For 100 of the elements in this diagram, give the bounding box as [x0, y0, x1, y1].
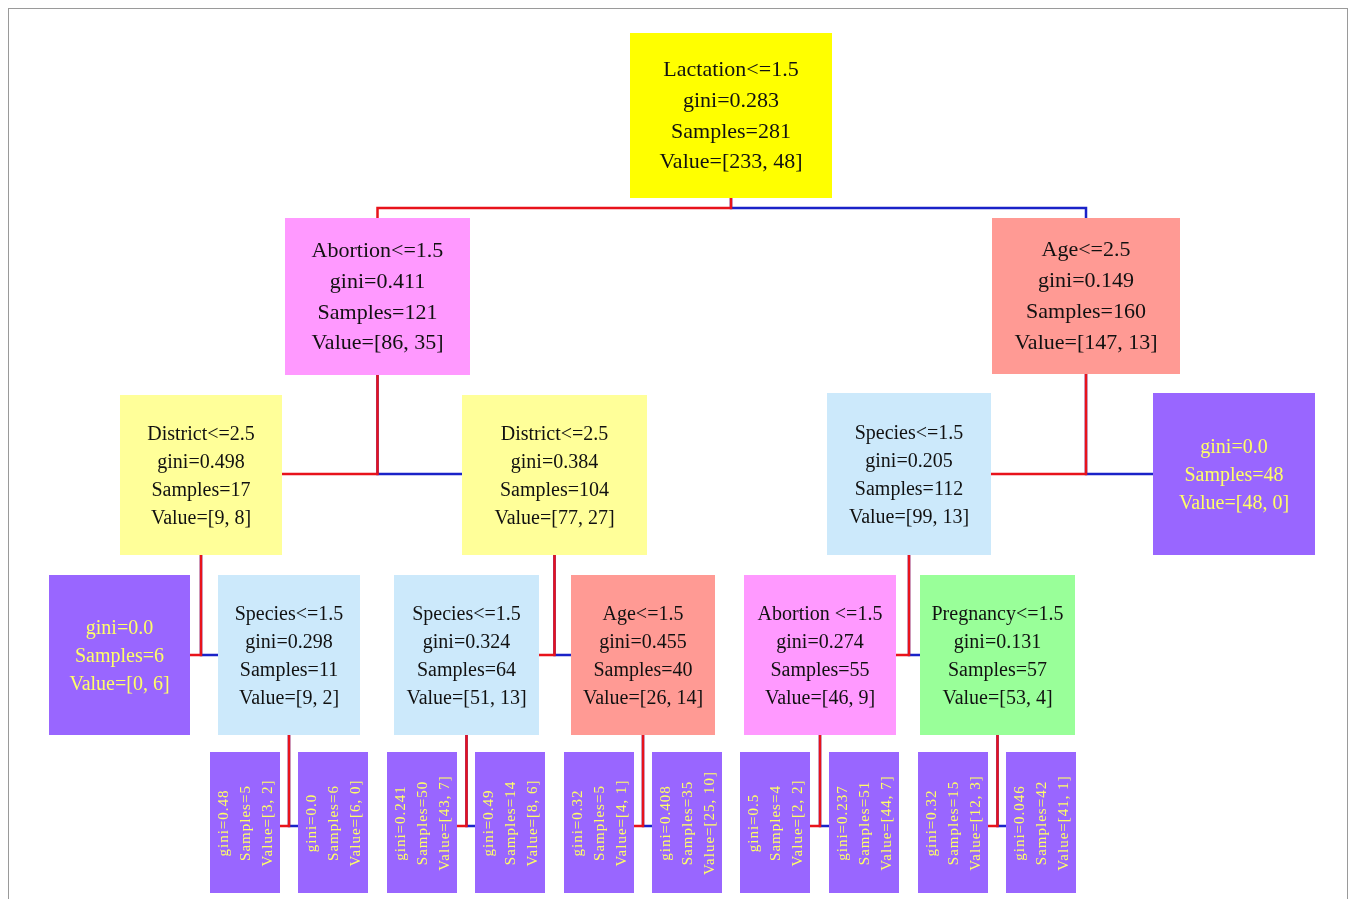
- leaf-node: [475, 752, 545, 893]
- node-text: Value=[51, 13]: [406, 685, 527, 710]
- node-text: gini=0.241: [390, 784, 409, 861]
- node-text: Samples=15: [943, 780, 962, 865]
- node-text: Age<=1.5: [602, 601, 684, 627]
- node-text: Value=[0, 6]: [69, 671, 170, 696]
- node-text: Value=[4, 1]: [610, 778, 630, 867]
- node-text: gini=0.283: [682, 85, 780, 114]
- node-text: Samples=11: [239, 657, 339, 683]
- node-text: Samples=160: [1026, 297, 1146, 325]
- node-text: Value=[12, 3]: [964, 774, 984, 871]
- tree-node: [1153, 393, 1315, 555]
- tree-branch-line: [282, 375, 379, 476]
- node-text: gini=0.131: [953, 629, 1042, 655]
- tree-node: [630, 33, 832, 198]
- tree-branch-line: [810, 735, 822, 828]
- node-text: Value=[9, 2]: [238, 685, 340, 710]
- node-text: District<=2.5: [147, 421, 255, 446]
- node-text: gini=0.32: [567, 789, 586, 857]
- node-text: gini=0.49: [478, 789, 497, 857]
- node-text: Samples=6: [74, 643, 164, 669]
- leaf-node: [829, 752, 899, 893]
- leaf-node: [298, 752, 368, 893]
- tree-branch-line: [457, 735, 468, 828]
- node-text: Value=[6, 0]: [344, 778, 364, 867]
- node-text: Value=[8, 6]: [521, 778, 541, 867]
- node-text: Pregnancy<=1.5: [931, 601, 1064, 627]
- tree-node: [744, 575, 896, 735]
- node-text: Age<=2.5: [1041, 235, 1131, 264]
- node-text: Samples=104: [499, 477, 609, 503]
- node-text: Samples=35: [677, 780, 696, 865]
- leaf-node: [918, 752, 988, 893]
- node-text: gini=0.237: [832, 784, 851, 861]
- node-text: Samples=48: [1184, 462, 1284, 488]
- tree-branch-line: [991, 374, 1088, 476]
- tree-node: [462, 395, 647, 555]
- leaf-node: [564, 752, 634, 893]
- node-text: Value=[53, 4]: [942, 685, 1053, 710]
- node-text: Samples=281: [671, 116, 791, 145]
- node-text: gini=0.411: [329, 266, 426, 295]
- node-text: Value=[86, 35]: [311, 328, 444, 357]
- node-text: Samples=51: [854, 780, 873, 865]
- tree-node: [49, 575, 190, 735]
- node-text: Value=[99, 13]: [848, 504, 970, 529]
- node-text: Samples=42: [1031, 780, 1050, 865]
- node-text: Value=[46, 9]: [764, 685, 876, 710]
- node-text: gini=0.5: [743, 793, 762, 852]
- tree-node: [827, 393, 991, 555]
- node-text: Value=[41, 1]: [1052, 774, 1072, 871]
- node-text: Value=[3, 2]: [256, 778, 276, 867]
- node-text: gini=0.32: [921, 789, 940, 857]
- leaf-node: [652, 752, 722, 893]
- node-text: Lactation<=1.5: [663, 54, 799, 83]
- leaf-node: [210, 752, 280, 893]
- node-text: gini=0.149: [1037, 266, 1135, 295]
- node-text: gini=0.046: [1009, 784, 1028, 861]
- node-text: Samples=112: [854, 476, 964, 502]
- node-text: Species<=1.5: [234, 601, 344, 627]
- node-text: Samples=57: [947, 657, 1047, 683]
- node-text: gini=0.48: [213, 789, 232, 857]
- node-text: Value=[9, 8]: [150, 505, 252, 530]
- node-text: Samples=121: [317, 297, 438, 326]
- node-text: Value=[77, 27]: [494, 505, 615, 530]
- node-text: Value=[2, 2]: [786, 778, 806, 867]
- node-text: Species<=1.5: [412, 601, 521, 627]
- node-text: gini=0.0: [301, 793, 320, 852]
- node-text: Samples=5: [235, 784, 254, 861]
- node-text: Value=[25, 10]: [698, 770, 718, 875]
- node-text: Samples=50: [412, 780, 431, 865]
- tree-node: [218, 575, 360, 735]
- tree-branch-line: [988, 735, 999, 828]
- node-text: gini=0.324: [422, 629, 511, 655]
- node-text: Value=[44, 7]: [875, 774, 895, 871]
- tree-branch-line: [376, 198, 733, 218]
- node-text: District<=2.5: [500, 421, 609, 446]
- node-text: Samples=40: [593, 657, 693, 683]
- tree-node: [285, 218, 470, 375]
- node-text: gini=0.455: [599, 629, 687, 655]
- tree-branch-line: [190, 555, 203, 657]
- node-text: gini=0.205: [865, 448, 953, 474]
- node-text: Samples=6: [323, 784, 342, 861]
- tree-branch-line: [280, 735, 291, 828]
- node-text: Samples=17: [151, 477, 251, 503]
- leaf-node: [1006, 752, 1076, 893]
- tree-node: [120, 395, 282, 555]
- node-text: gini=0.298: [245, 629, 333, 655]
- node-text: gini=0.274: [776, 629, 864, 655]
- node-text: Samples=14: [500, 780, 519, 865]
- node-text: gini=0.0: [85, 615, 154, 641]
- node-text: Value=[26, 14]: [582, 685, 704, 710]
- tree-node: [571, 575, 715, 735]
- node-text: Samples=5: [589, 784, 608, 861]
- leaf-node: [387, 752, 457, 893]
- node-text: Value=[233, 48]: [659, 147, 803, 176]
- tree-node: [992, 218, 1180, 374]
- tree-node: [920, 575, 1075, 735]
- node-text: gini=0.0: [1200, 434, 1268, 460]
- node-text: Abortion <=1.5: [757, 601, 883, 626]
- tree-branch-line: [896, 555, 911, 657]
- tree-branch-line: [539, 555, 556, 657]
